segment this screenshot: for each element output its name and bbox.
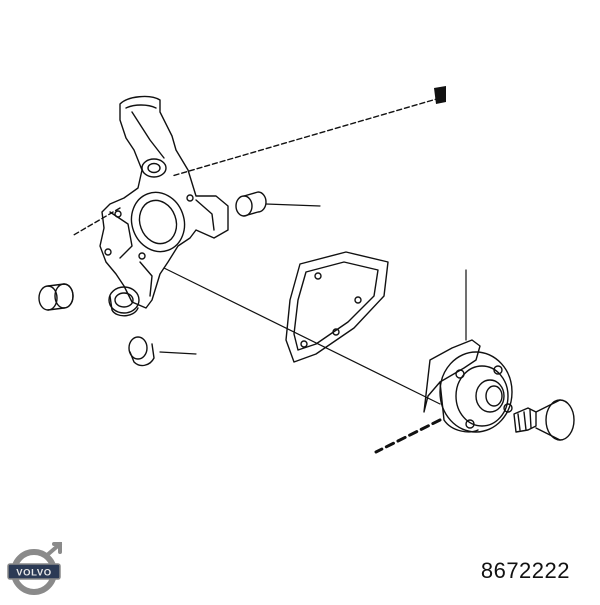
wheel-hub bbox=[423, 269, 513, 433]
volvo-logo-icon: VOLVO bbox=[7, 542, 62, 595]
bushing-lower bbox=[128, 336, 197, 367]
logo-text: VOLVO bbox=[16, 568, 52, 579]
dust-shield bbox=[285, 251, 389, 363]
bushing-upper bbox=[235, 191, 321, 217]
seal-ring bbox=[108, 286, 140, 317]
assembly-axis-lower bbox=[163, 267, 442, 454]
part-number: 8672222 bbox=[480, 558, 570, 583]
assembly-axis-upper bbox=[71, 86, 446, 237]
bushing-left bbox=[38, 283, 74, 311]
steering-knuckle bbox=[99, 95, 229, 309]
wheel-bolt bbox=[513, 399, 575, 441]
